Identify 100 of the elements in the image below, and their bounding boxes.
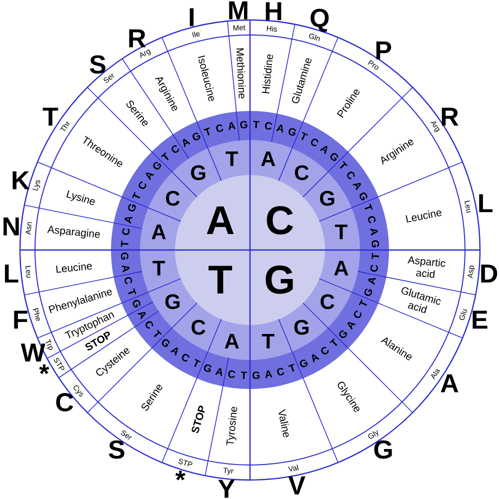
base-letter: G — [191, 165, 206, 180]
amino-acid-code: I — [190, 8, 194, 26]
amino-acid-name: Lysine — [66, 190, 95, 205]
base-letter: G — [165, 294, 180, 310]
base-letter: G — [204, 364, 212, 372]
base-letter: T — [154, 330, 162, 338]
base-letter: C — [354, 310, 362, 318]
amino-acid-code: L — [4, 264, 18, 282]
amino-acid-name: Isoleucine — [198, 55, 214, 102]
base-letter: C — [172, 145, 180, 153]
base-letter: G — [372, 240, 380, 248]
base-letter: T — [132, 192, 140, 199]
amino-acid-code: * — [39, 364, 50, 374]
base-letter: G — [294, 320, 309, 335]
base-letter: T — [364, 204, 373, 210]
amino-acid-code: W — [20, 344, 46, 362]
base-letter: T — [226, 152, 238, 166]
base-letter: T — [161, 152, 169, 160]
base-letter: T — [128, 288, 136, 294]
base-letter: C — [216, 124, 224, 132]
base-letter: T — [301, 132, 308, 140]
base-letter: T — [372, 252, 379, 260]
base-letter: C — [192, 320, 206, 335]
base-letter: A — [320, 146, 328, 154]
amino-acid-code: * — [175, 470, 186, 480]
amino-acid-name: STOP — [192, 406, 205, 434]
base-letter: G — [240, 120, 248, 128]
center-base-letter: A — [206, 206, 234, 234]
base-letter: T — [240, 372, 248, 379]
base-letter: C — [228, 370, 236, 378]
base-letter: C — [265, 122, 272, 130]
amino-acid-name: Leucine — [406, 210, 442, 223]
base-letter: G — [360, 192, 368, 200]
base-letter: A — [370, 228, 378, 236]
base-letter: C — [294, 165, 309, 180]
amino-acid-code: T — [42, 108, 58, 126]
center-base-letter: T — [208, 266, 232, 294]
base-letter: G — [330, 153, 338, 162]
base-letter: C — [368, 216, 376, 224]
amino-acid-code: R — [129, 29, 146, 48]
base-letter: G — [288, 128, 296, 136]
amino-acid-code: E — [472, 310, 488, 329]
amino-acid-code: H — [266, 2, 282, 20]
amino-acid-name: Aspartic acid — [408, 256, 446, 278]
base-letter: A — [347, 322, 356, 330]
amino-acid-name: Valine — [278, 409, 289, 438]
base-letter: T — [152, 260, 165, 276]
base-letter: A — [170, 347, 178, 356]
base-letter: T — [194, 358, 201, 368]
base-letter: C — [310, 138, 318, 146]
amino-acid-code: L — [479, 194, 493, 212]
base-letter: G — [153, 162, 162, 170]
amino-acid-code: S — [90, 55, 106, 74]
base-letter: C — [138, 182, 146, 190]
base-letter: G — [132, 300, 140, 308]
amino-acid-name: Histidine — [262, 54, 273, 94]
base-letter: T — [253, 120, 260, 128]
base-letter: G — [192, 132, 200, 140]
amino-acid-name: Leucine — [56, 262, 92, 273]
base-letter: C — [321, 346, 329, 354]
base-letter: G — [252, 372, 260, 380]
base-letter: A — [215, 368, 222, 376]
amino-acid-name: Methionine — [236, 48, 246, 98]
base-letter: A — [224, 334, 239, 348]
base-letter: A — [352, 182, 362, 190]
amino-acid-code: P — [376, 42, 392, 60]
base-letter: C — [182, 354, 190, 362]
base-letter: A — [182, 138, 190, 148]
base-letter: T — [204, 127, 210, 136]
base-letter: T — [330, 338, 338, 346]
amino-acid-code: Y — [218, 480, 235, 498]
base-letter: T — [288, 364, 294, 372]
base-letter: A — [124, 216, 133, 224]
amino-acid-name: Asparagine — [47, 226, 100, 238]
amino-acid-code: S — [108, 440, 124, 459]
base-letter: T — [340, 161, 348, 169]
base-letter: A — [152, 224, 166, 240]
base-letter: T — [262, 334, 274, 348]
base-letter: G — [162, 339, 170, 348]
base-letter: C — [320, 294, 334, 310]
base-letter: A — [146, 172, 154, 180]
center-base-letter: C — [266, 206, 294, 234]
base-letter: C — [166, 190, 180, 206]
amino-acid-code: Q — [310, 8, 329, 32]
base-letter: A — [228, 122, 236, 130]
base-letter: G — [300, 360, 308, 368]
base-letter: T — [358, 299, 368, 306]
base-letter: T — [335, 224, 348, 240]
base-letter: C — [146, 321, 154, 329]
base-letter: A — [122, 265, 130, 272]
base-letter: C — [122, 228, 130, 235]
base-letter: G — [364, 288, 372, 296]
amino-acid-code: D — [481, 264, 498, 282]
center-base-letter: G — [266, 266, 293, 294]
base-letter: G — [320, 190, 334, 206]
base-letter: A — [265, 370, 272, 378]
base-letter: G — [120, 252, 128, 260]
base-letter: A — [368, 278, 376, 285]
base-letter: A — [276, 124, 284, 133]
amino-acid-code: N — [4, 218, 19, 236]
